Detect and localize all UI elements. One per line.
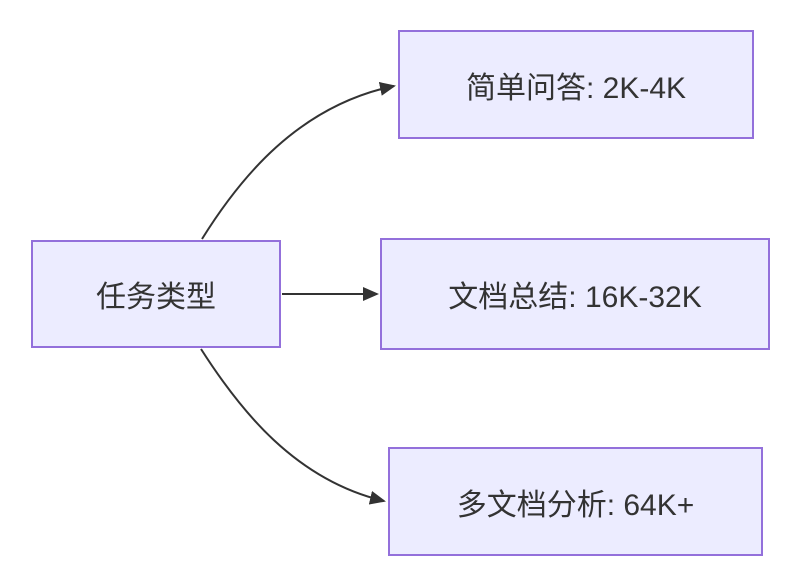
node-doc-summary-label: 文档总结: 16K-32K bbox=[448, 281, 702, 314]
node-multi-doc-analysis-label: 多文档分析: 64K+ bbox=[456, 488, 695, 522]
node-task-type: 任务类型 bbox=[31, 240, 281, 348]
node-multi-doc-analysis: 多文档分析: 64K+ bbox=[388, 447, 763, 556]
node-simple-qa-label: 简单问答: 2K-4K bbox=[465, 71, 687, 105]
node-task-type-label: 任务类型 bbox=[96, 281, 216, 314]
edge-task-type-to-multi-doc bbox=[200, 348, 386, 505]
node-simple-qa: 简单问答: 2K-4K bbox=[398, 30, 754, 139]
edge-task-type-to-simple-qa bbox=[201, 82, 396, 240]
node-doc-summary: 文档总结: 16K-32K bbox=[380, 238, 770, 350]
